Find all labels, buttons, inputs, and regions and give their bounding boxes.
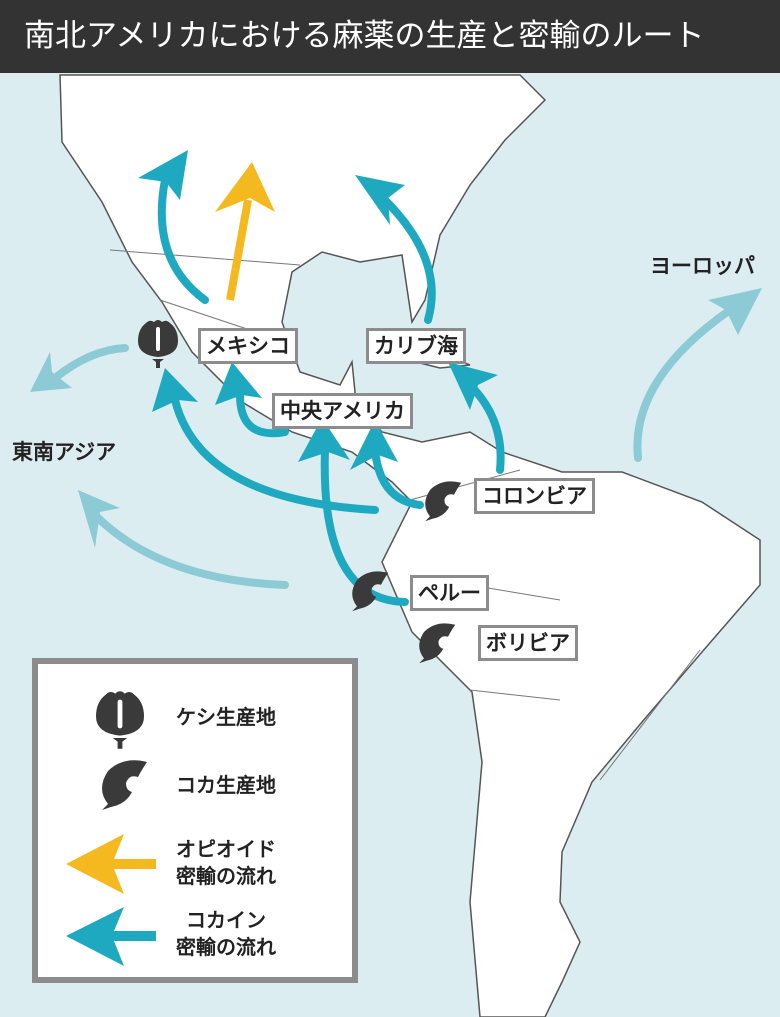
legend-cocaine-line2: 密輸の流れ: [176, 935, 276, 959]
arrowhead: [152, 368, 198, 412]
legend-cocaine-line1: コカイン: [186, 908, 266, 932]
opioid-arrow-icon: [66, 834, 156, 894]
arrowhead: [215, 162, 275, 212]
arrowhead: [30, 352, 72, 392]
route-mexico-us-west: [157, 176, 209, 304]
arrowhead: [350, 420, 398, 470]
legend-opioid-line2: 密輸の流れ: [176, 864, 276, 888]
coca-icon: [102, 760, 147, 810]
route-opioid-mexico-us: [226, 199, 252, 301]
route-central-mexico: [236, 391, 289, 438]
label-caribbean: カリブ海: [366, 328, 466, 364]
label-europe: ヨーロッパ: [650, 254, 755, 278]
legend-icons: [66, 691, 156, 966]
cocaine-arrow-icon: [66, 907, 156, 966]
label-peru: ペルー: [410, 575, 489, 611]
arrowhead: [708, 288, 762, 335]
label-colombia: コロンビア: [474, 478, 595, 514]
coca-icon-peru: [352, 571, 389, 612]
arrowhead: [78, 490, 120, 548]
poppy-icon-mexico: [138, 320, 178, 368]
label-bolivia: ボリビア: [478, 625, 578, 661]
route-colombia-caribbean: [466, 381, 505, 474]
route-peru-asia: [91, 511, 289, 589]
route-colombia-central: [371, 446, 424, 509]
land-americas: [59, 74, 761, 1017]
legend: ケシ生産地 コカ生産地 オピオイド 密輸の流れ コカイン 密輸の流れ: [32, 658, 358, 983]
route-colombia-mexico: [171, 396, 379, 514]
label-mexico: メキシコ: [198, 328, 298, 364]
label-southeast-asia: 東南アジア: [12, 440, 117, 464]
label-central-america: 中央アメリカ: [272, 393, 413, 429]
route-peru-central: [320, 446, 409, 606]
legend-opioid-line1: オピオイド: [176, 837, 276, 861]
legend-poppy-label: ケシ生産地: [176, 705, 276, 729]
page-title: 南北アメリカにおける麻薬の生産と密輸のルート: [0, 0, 780, 73]
legend-coca-label: コカ生産地: [176, 773, 276, 797]
arrowhead: [355, 175, 405, 225]
arrowhead: [215, 362, 262, 405]
arrowhead: [298, 418, 350, 462]
route-mexico-asia: [51, 344, 129, 382]
arrowhead: [448, 362, 498, 410]
legend-cocaine-label: コカイン 密輸の流れ: [176, 907, 276, 961]
route-caribbean-us-east: [381, 196, 436, 324]
route-brazil-europe: [633, 306, 734, 462]
poppy-icon: [96, 691, 144, 749]
land-borders: [109, 249, 701, 781]
arrowhead: [138, 150, 188, 200]
legend-opioid-label: オピオイド 密輸の流れ: [176, 836, 276, 890]
